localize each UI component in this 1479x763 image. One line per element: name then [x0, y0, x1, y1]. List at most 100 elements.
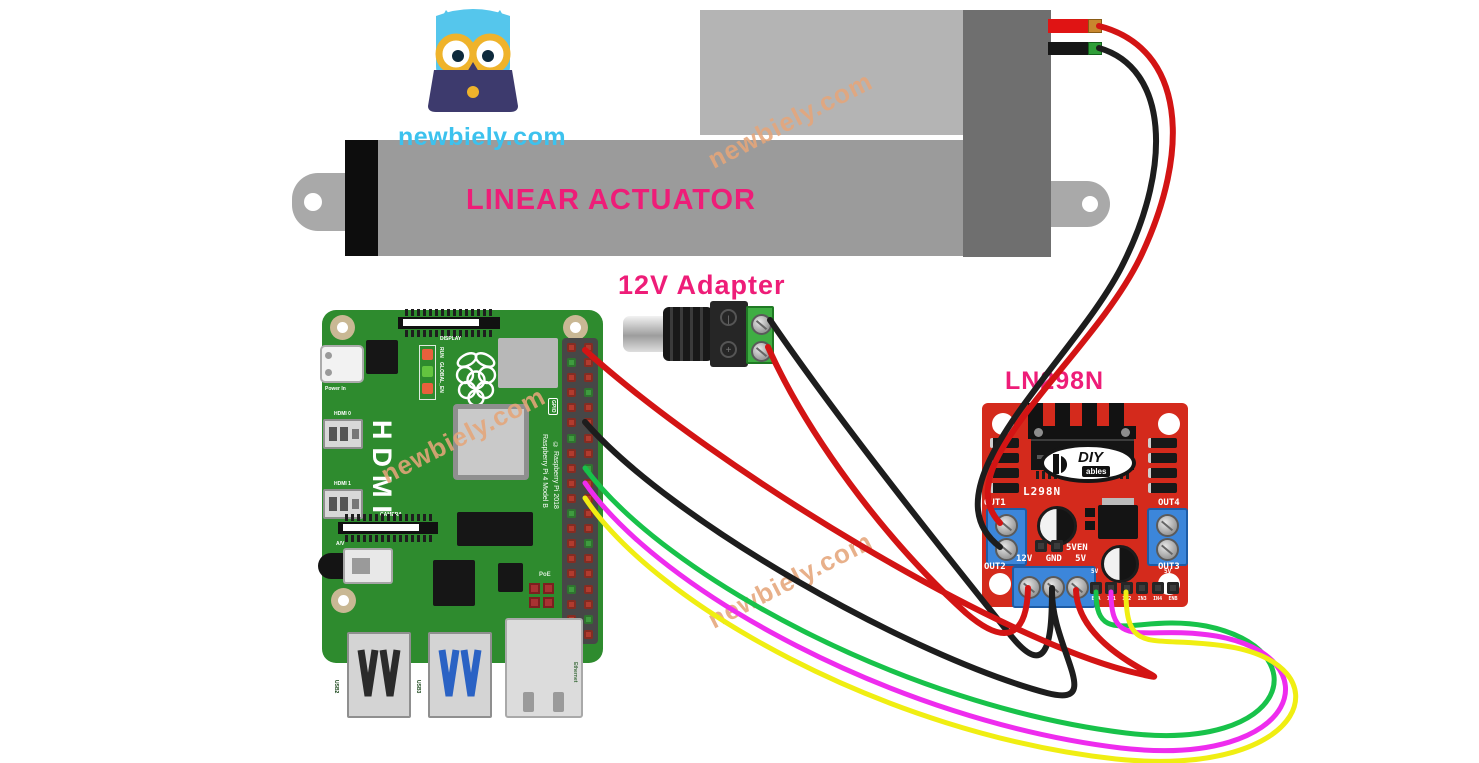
- l298n-hole: [989, 573, 1011, 595]
- diode-group-right: [1148, 438, 1177, 498]
- gpio-pin: [584, 629, 593, 639]
- hdmi-label: HDMI: [367, 420, 397, 521]
- gpio-pin: [567, 358, 576, 368]
- usb-c-power-port: [320, 345, 364, 383]
- pi-hole: [563, 315, 588, 340]
- actuator-end-cap: [345, 140, 378, 256]
- l298n-hole: [1158, 413, 1180, 435]
- run-led: [422, 349, 433, 360]
- usb3-label: USB3: [415, 680, 421, 694]
- power-terminal: [1012, 566, 1096, 608]
- diode: [1148, 468, 1177, 478]
- control-pin-in2: IN2: [1120, 582, 1133, 602]
- terminal-screw: [1042, 576, 1065, 599]
- adapter-screw-terminal: [746, 306, 774, 364]
- camera-connector: [338, 522, 438, 534]
- diode: [990, 468, 1019, 478]
- gpio-pin: [567, 509, 576, 519]
- control-pin-enb: ENB: [1166, 582, 1179, 602]
- jumper-label: 5VEN: [1066, 543, 1088, 553]
- gpio-pin: [567, 403, 576, 413]
- control-pin-in1: IN1: [1105, 582, 1118, 602]
- gpio-pin: [584, 554, 593, 564]
- diode: [990, 453, 1019, 463]
- diode: [990, 483, 1019, 493]
- pi-chip: [457, 512, 533, 546]
- power-terminal-labels: 12V GND 5V: [1016, 554, 1086, 564]
- adapter-label: 12V Adapter: [618, 270, 786, 300]
- motor-terminal-negative: [1048, 42, 1092, 55]
- micro-hdmi-port-0: [323, 419, 363, 449]
- gpio-pin: [584, 388, 593, 398]
- gpio-pin: [567, 388, 576, 398]
- owl-logo-icon: [428, 9, 518, 112]
- voltage-regulator: [1098, 505, 1138, 539]
- gpio-pin: [584, 493, 593, 503]
- smd-part: [1085, 508, 1095, 517]
- motor-terminal-negative-tip: [1088, 42, 1102, 55]
- capacitor: [1101, 545, 1139, 583]
- control-pin-ena: ENA: [1090, 582, 1102, 602]
- pin-label: IN2: [1122, 596, 1132, 602]
- pi-chip: [433, 560, 475, 606]
- pin-label: IN4: [1153, 596, 1163, 602]
- terminal-screw: [751, 314, 772, 335]
- actuator-motor-housing: [700, 10, 965, 135]
- display-comb: [405, 309, 493, 316]
- site-logo-text: newbiely.com: [398, 123, 567, 151]
- l298n-hole: [992, 413, 1014, 435]
- gpio-pin: [567, 554, 576, 564]
- run-label: RUN: [438, 347, 444, 358]
- header-pin: [1136, 582, 1149, 594]
- aux-5v-label-right: 5V: [1164, 568, 1172, 575]
- mount-hole: [1082, 196, 1098, 212]
- adapter-body: | +: [710, 301, 748, 367]
- header-pin: [1105, 582, 1118, 594]
- motor-terminal-positive-tip: [1088, 19, 1102, 33]
- display-comb: [405, 330, 493, 337]
- diyables-small: ables: [1082, 466, 1111, 477]
- header-pin: [1090, 582, 1102, 594]
- heatsink-bar: [1028, 426, 1136, 439]
- diyables-logo: DIY ables: [1040, 443, 1136, 483]
- terminal-screw: [1156, 538, 1179, 561]
- out4-label: OUT4: [1158, 498, 1180, 508]
- global-en-label: GLOBAL_EN: [438, 362, 444, 393]
- polarity-mark-bottom: +: [720, 341, 737, 358]
- out2-label: OUT2: [984, 562, 1006, 572]
- out4-out3-terminal: [1147, 508, 1188, 566]
- gpio-pin: [584, 524, 593, 534]
- pin-label: ENB: [1168, 596, 1178, 602]
- terminal-screw: [995, 514, 1018, 537]
- ethernet-label: Ethernet: [572, 662, 578, 683]
- l298n-title: LN298N: [1005, 367, 1105, 395]
- raspberry-pi-logo-icon: [455, 352, 497, 407]
- gpio-pin: [584, 403, 593, 413]
- gpio-pin: [584, 358, 593, 368]
- gpio-pin: [584, 373, 593, 383]
- gpio-header: [562, 338, 598, 644]
- gpio-pin: [567, 448, 576, 458]
- gpio-pin: [584, 448, 593, 458]
- power-led: [422, 366, 433, 377]
- gpio-pin: [584, 569, 593, 579]
- hdmi0-label: HDMI 0: [334, 411, 351, 417]
- gpio-pin: [567, 569, 576, 579]
- aux-5v-label-left: 5V: [1091, 568, 1099, 575]
- camera-comb: [345, 514, 433, 521]
- jumper-pin: [1051, 540, 1063, 552]
- activity-led: [422, 383, 433, 394]
- mount-hole: [304, 193, 322, 211]
- pi-hole: [330, 315, 355, 340]
- display-connector: [398, 317, 500, 329]
- pi-hole: [331, 588, 356, 613]
- gpio-pin: [584, 463, 593, 473]
- gpio-pin: [584, 614, 593, 624]
- av-jack-body: [343, 548, 393, 584]
- gpio-pin: [567, 463, 576, 473]
- gpio-pin: [584, 478, 593, 488]
- diode: [1148, 438, 1177, 448]
- gpio-pin: [584, 418, 593, 428]
- gpio-pin: [584, 599, 593, 609]
